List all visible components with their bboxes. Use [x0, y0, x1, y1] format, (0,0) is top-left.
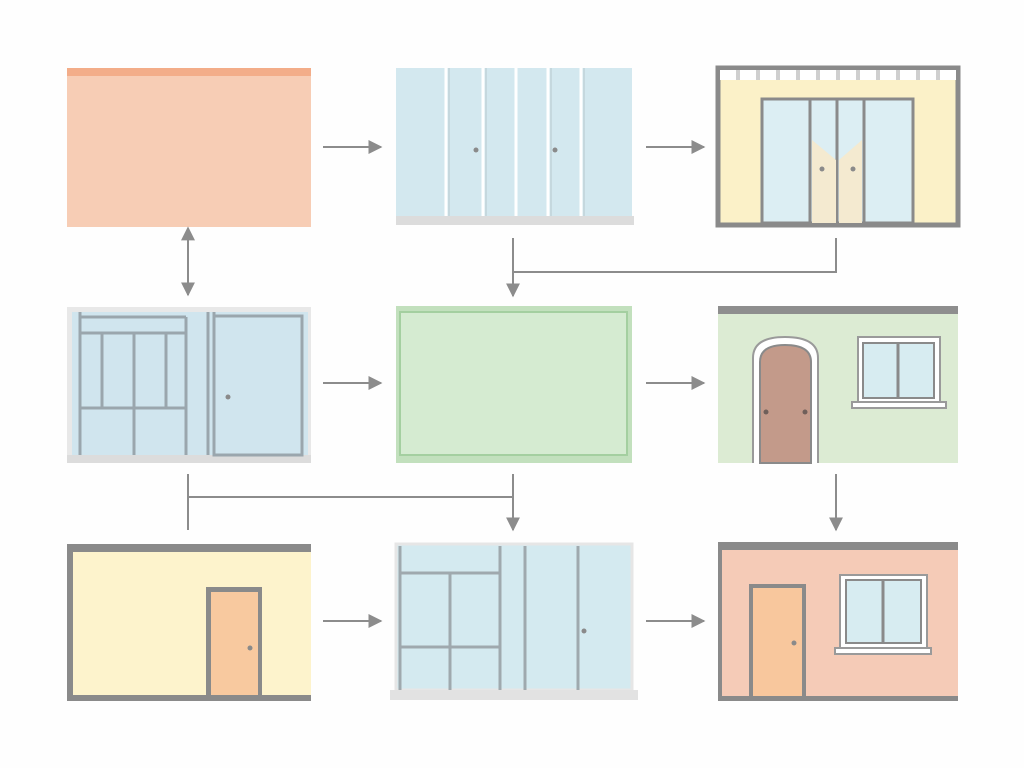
door-knob-icon [581, 628, 587, 634]
panel-solid-wall [67, 68, 311, 227]
door-knob-icon [791, 640, 797, 646]
panel-peach-house-wall [718, 542, 958, 701]
panel-arched-door-wall [718, 306, 958, 464]
door-knob-icon [763, 409, 769, 415]
panel-glass-storefront-wall [390, 542, 638, 700]
door-knob-icon [247, 645, 253, 651]
door-knob-icon [552, 147, 558, 153]
panel-glass-panel-wall [396, 68, 634, 225]
connector-elbow [512, 238, 837, 273]
panel-yellow-door-wall [67, 544, 311, 701]
door [211, 592, 258, 695]
door-knob-icon [225, 394, 231, 400]
door-knob-icon [473, 147, 479, 153]
door-knob-icon [802, 409, 808, 415]
panel-green-wall [396, 306, 632, 463]
window-sill [851, 401, 947, 409]
panel-glass-door-frame-wall [715, 65, 961, 228]
door-knob-icon [819, 166, 825, 172]
door-knob-icon [850, 166, 856, 172]
window-sill [834, 647, 932, 655]
arched-door [759, 343, 812, 464]
panel-office-glass-partition [67, 307, 311, 463]
